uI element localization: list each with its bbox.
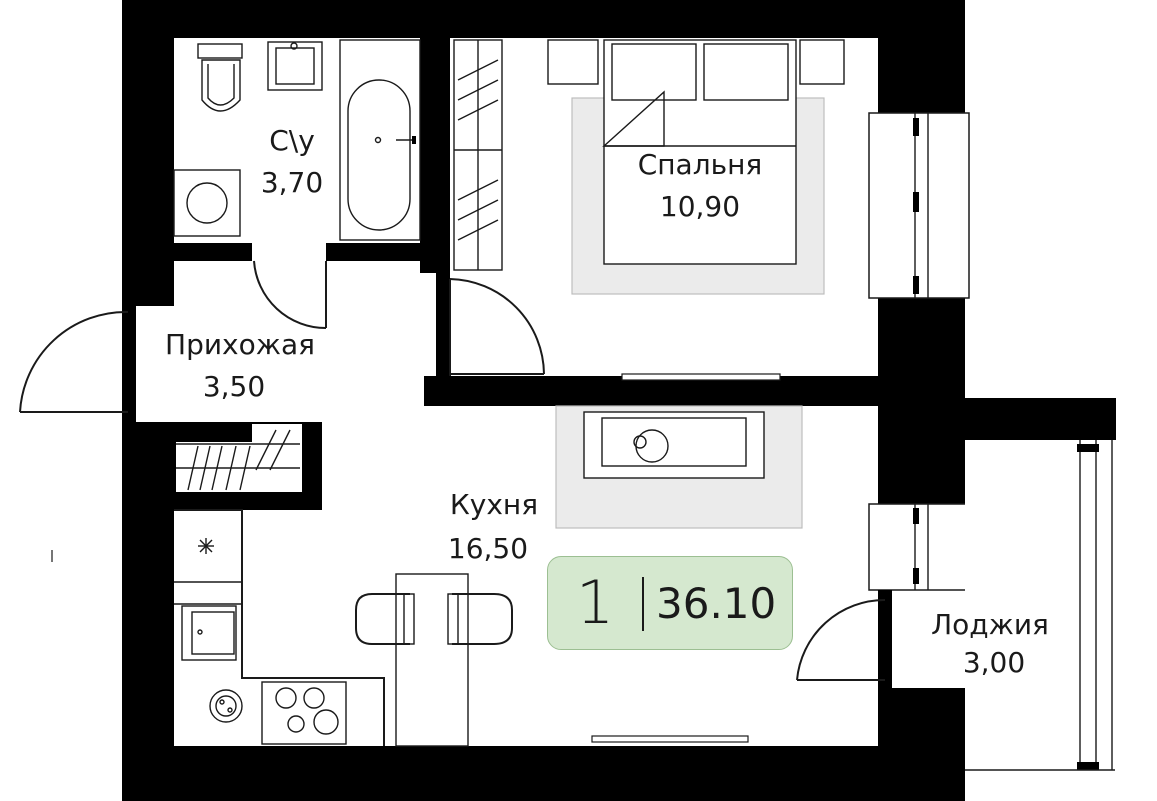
bedroom-furniture — [453, 39, 845, 381]
bathroom-name: С\у — [269, 124, 315, 157]
fridge-icon — [198, 538, 214, 554]
bedroom-door — [449, 278, 545, 376]
loggia-door — [796, 590, 892, 688]
bathroom-area: 3,70 — [261, 166, 323, 199]
loggia-area: 3,00 — [963, 646, 1025, 679]
kitchen-window — [868, 503, 970, 591]
room-labels: С\у 3,70 Спальня 10,90 Прихожая 3,50 Кух… — [165, 124, 1049, 679]
kitchen-name: Кухня — [450, 488, 538, 521]
kitchen-furniture — [174, 509, 749, 747]
bathroom-fixtures — [173, 39, 421, 241]
loggia-glazing — [965, 440, 1115, 801]
bedroom-area: 10,90 — [660, 190, 740, 223]
hallway-name: Прихожая — [165, 328, 315, 361]
hallway-area: 3,50 — [203, 370, 265, 403]
entrance-door — [19, 306, 136, 422]
loggia-name: Лоджия — [931, 608, 1049, 641]
badge-separator — [642, 577, 644, 631]
hall-wardrobe — [176, 424, 302, 492]
apartment-summary-badge: 1 36.10 — [547, 556, 793, 650]
bathroom-door — [253, 260, 327, 330]
walls — [122, 0, 1116, 801]
bedroom-name: Спальня — [638, 148, 763, 181]
bedroom-window — [868, 112, 970, 299]
kitchen-area: 16,50 — [448, 532, 528, 565]
living-furniture — [555, 405, 803, 529]
total-area: 36.10 — [656, 579, 777, 628]
room-count: 1 — [576, 568, 615, 638]
